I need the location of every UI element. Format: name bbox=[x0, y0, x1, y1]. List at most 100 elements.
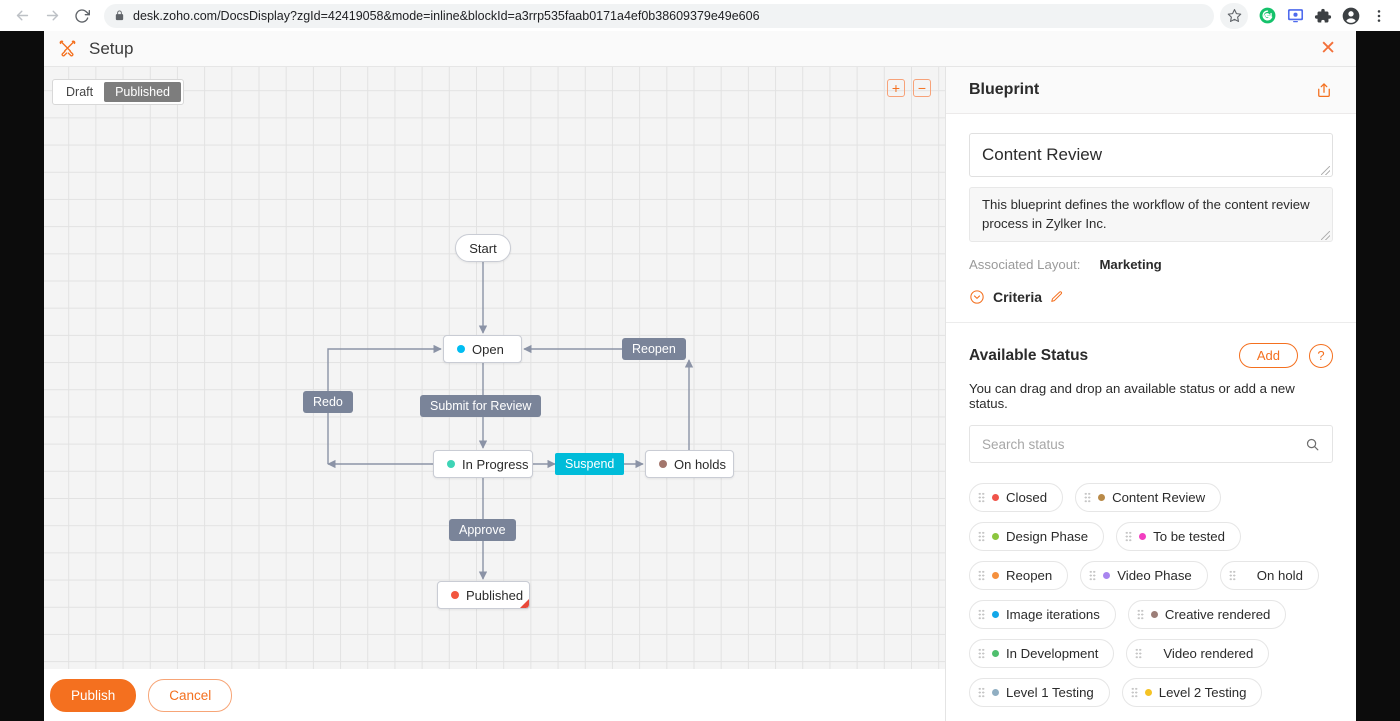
status-chip-label: Creative rendered bbox=[1164, 607, 1271, 622]
cast-screen-icon[interactable] bbox=[1282, 3, 1308, 29]
zoom-in-button[interactable]: + bbox=[887, 79, 905, 97]
drag-handle-icon[interactable] bbox=[978, 531, 985, 542]
status-dot bbox=[992, 572, 999, 579]
pencil-edit-icon[interactable] bbox=[1050, 290, 1064, 304]
criteria-label: Criteria bbox=[993, 289, 1043, 305]
forward-arrow-icon[interactable] bbox=[38, 2, 66, 30]
blueprint-name-input[interactable]: Content Review bbox=[969, 133, 1333, 177]
flow-transition-submit-for-review[interactable]: Submit for Review bbox=[420, 395, 542, 417]
grammarly-icon[interactable] bbox=[1254, 3, 1280, 29]
drag-handle-icon[interactable] bbox=[1135, 648, 1143, 659]
status-chip[interactable]: Video rendered bbox=[1126, 639, 1270, 668]
browser-toolbar: desk.zoho.com/DocsDisplay?zgId=42419058&… bbox=[0, 0, 1400, 31]
drag-handle-icon[interactable] bbox=[1089, 570, 1097, 581]
profile-avatar-icon[interactable] bbox=[1338, 3, 1364, 29]
status-chip-label: To be tested bbox=[1153, 529, 1225, 544]
circle-chevron-down-icon[interactable] bbox=[969, 289, 985, 305]
flow-node-in-progress[interactable]: In Progress bbox=[433, 450, 533, 478]
flow-canvas[interactable]: Draft Published + − bbox=[44, 67, 945, 669]
puzzle-extensions-icon[interactable] bbox=[1310, 3, 1336, 29]
available-status-title: Available Status bbox=[969, 346, 1089, 364]
status-chip[interactable]: Creative rendered bbox=[1127, 600, 1287, 629]
flow-transition-redo[interactable]: Redo bbox=[303, 391, 353, 413]
drag-handle-icon[interactable] bbox=[978, 648, 985, 659]
status-dot bbox=[992, 650, 999, 657]
page-title: Setup bbox=[89, 38, 134, 58]
status-chip[interactable]: Reopen bbox=[969, 561, 1069, 590]
status-chip-label: Level 1 Testing bbox=[1006, 685, 1094, 700]
status-chip[interactable]: In Development bbox=[969, 639, 1115, 668]
flow-edges bbox=[327, 258, 694, 580]
drag-handle-icon[interactable] bbox=[978, 687, 985, 698]
drag-handle-icon[interactable] bbox=[1125, 531, 1133, 542]
status-chip[interactable]: Image iterations bbox=[969, 600, 1116, 629]
status-chip[interactable]: Content Review bbox=[1075, 483, 1222, 512]
status-dot bbox=[457, 345, 465, 353]
status-chip[interactable]: To be tested bbox=[1116, 522, 1241, 551]
status-search-input[interactable]: Search status bbox=[969, 425, 1333, 463]
status-dot bbox=[992, 611, 999, 618]
flow-node-on-holds[interactable]: On holds bbox=[645, 450, 734, 478]
add-status-button[interactable]: Add bbox=[1238, 343, 1298, 368]
associated-layout-row: Associated Layout: Marketing bbox=[969, 257, 1333, 272]
status-chip[interactable]: Level 1 Testing bbox=[969, 678, 1110, 707]
drag-handle-icon[interactable] bbox=[1130, 687, 1138, 698]
status-chip-label: Design Phase bbox=[1006, 529, 1089, 544]
bookmark-star-icon[interactable] bbox=[1220, 2, 1248, 29]
share-upload-icon[interactable] bbox=[1315, 81, 1333, 99]
state-toggle[interactable]: Draft Published bbox=[52, 79, 184, 105]
blueprint-name-value: Content Review bbox=[982, 145, 1103, 164]
drag-handle-icon[interactable] bbox=[978, 492, 985, 503]
flow-transition-reopen[interactable]: Reopen bbox=[622, 338, 686, 360]
zoom-out-button[interactable]: − bbox=[913, 79, 931, 97]
reload-icon[interactable] bbox=[68, 2, 96, 30]
status-chip-label: Video Phase bbox=[1117, 568, 1192, 583]
flow-node-label: In Progress bbox=[462, 456, 529, 472]
status-chip-label: On hold bbox=[1256, 568, 1303, 583]
status-chip[interactable]: On hold bbox=[1219, 561, 1319, 590]
drag-handle-icon[interactable] bbox=[1136, 609, 1144, 620]
flow-transition-label: Redo bbox=[313, 395, 343, 409]
flow-node-start[interactable]: Start bbox=[455, 234, 511, 262]
status-dot bbox=[1144, 689, 1152, 696]
flow-node-label: Open bbox=[472, 341, 504, 357]
status-chip-label: Level 2 Testing bbox=[1158, 685, 1247, 700]
flow-node-published[interactable]: Published bbox=[437, 581, 530, 609]
setup-modal: Setup ✕ Draft Published + − bbox=[44, 31, 1356, 721]
status-chip[interactable]: Video Phase bbox=[1080, 561, 1208, 590]
status-dot bbox=[992, 533, 999, 540]
flow-node-open[interactable]: Open bbox=[443, 335, 522, 363]
state-toggle-published[interactable]: Published bbox=[104, 82, 181, 102]
status-chip[interactable]: Design Phase bbox=[969, 522, 1105, 551]
blueprint-panel-title: Blueprint bbox=[969, 81, 1040, 98]
state-toggle-draft[interactable]: Draft bbox=[66, 85, 94, 99]
publish-button[interactable]: Publish bbox=[50, 678, 137, 712]
blueprint-description-input[interactable]: This blueprint defines the workflow of t… bbox=[969, 187, 1333, 242]
resize-grip-icon[interactable] bbox=[1321, 166, 1330, 175]
criteria-row[interactable]: Criteria bbox=[969, 289, 1333, 305]
flow-transition-label: Reopen bbox=[632, 342, 676, 356]
resize-grip-icon[interactable] bbox=[1321, 231, 1330, 240]
close-icon[interactable]: ✕ bbox=[1320, 38, 1336, 59]
drag-handle-icon[interactable] bbox=[978, 609, 985, 620]
status-chip[interactable]: Closed bbox=[969, 483, 1064, 512]
three-dot-menu-icon[interactable] bbox=[1366, 3, 1392, 29]
back-arrow-icon[interactable] bbox=[8, 2, 36, 30]
status-dot bbox=[992, 689, 999, 696]
drag-handle-icon[interactable] bbox=[1228, 570, 1236, 581]
drag-handle-icon[interactable] bbox=[978, 570, 985, 581]
address-bar[interactable]: desk.zoho.com/DocsDisplay?zgId=42419058&… bbox=[104, 3, 1214, 28]
flow-node-label: Published bbox=[466, 587, 524, 603]
status-chip-label: Closed bbox=[1006, 490, 1048, 505]
flow-transition-suspend[interactable]: Suspend bbox=[555, 453, 625, 475]
flow-transition-approve[interactable]: Approve bbox=[449, 519, 516, 541]
flow-diagram: Start Open In Progress On holds bbox=[44, 67, 945, 669]
modal-header: Setup ✕ bbox=[44, 31, 1356, 67]
status-dot bbox=[1098, 494, 1106, 501]
search-icon[interactable] bbox=[1305, 437, 1320, 452]
drag-handle-icon[interactable] bbox=[1084, 492, 1092, 503]
cancel-button[interactable]: Cancel bbox=[148, 678, 233, 712]
status-chip[interactable]: Level 2 Testing bbox=[1121, 678, 1263, 707]
help-icon[interactable]: ? bbox=[1309, 343, 1333, 368]
flow-node-label: Start bbox=[469, 240, 497, 256]
